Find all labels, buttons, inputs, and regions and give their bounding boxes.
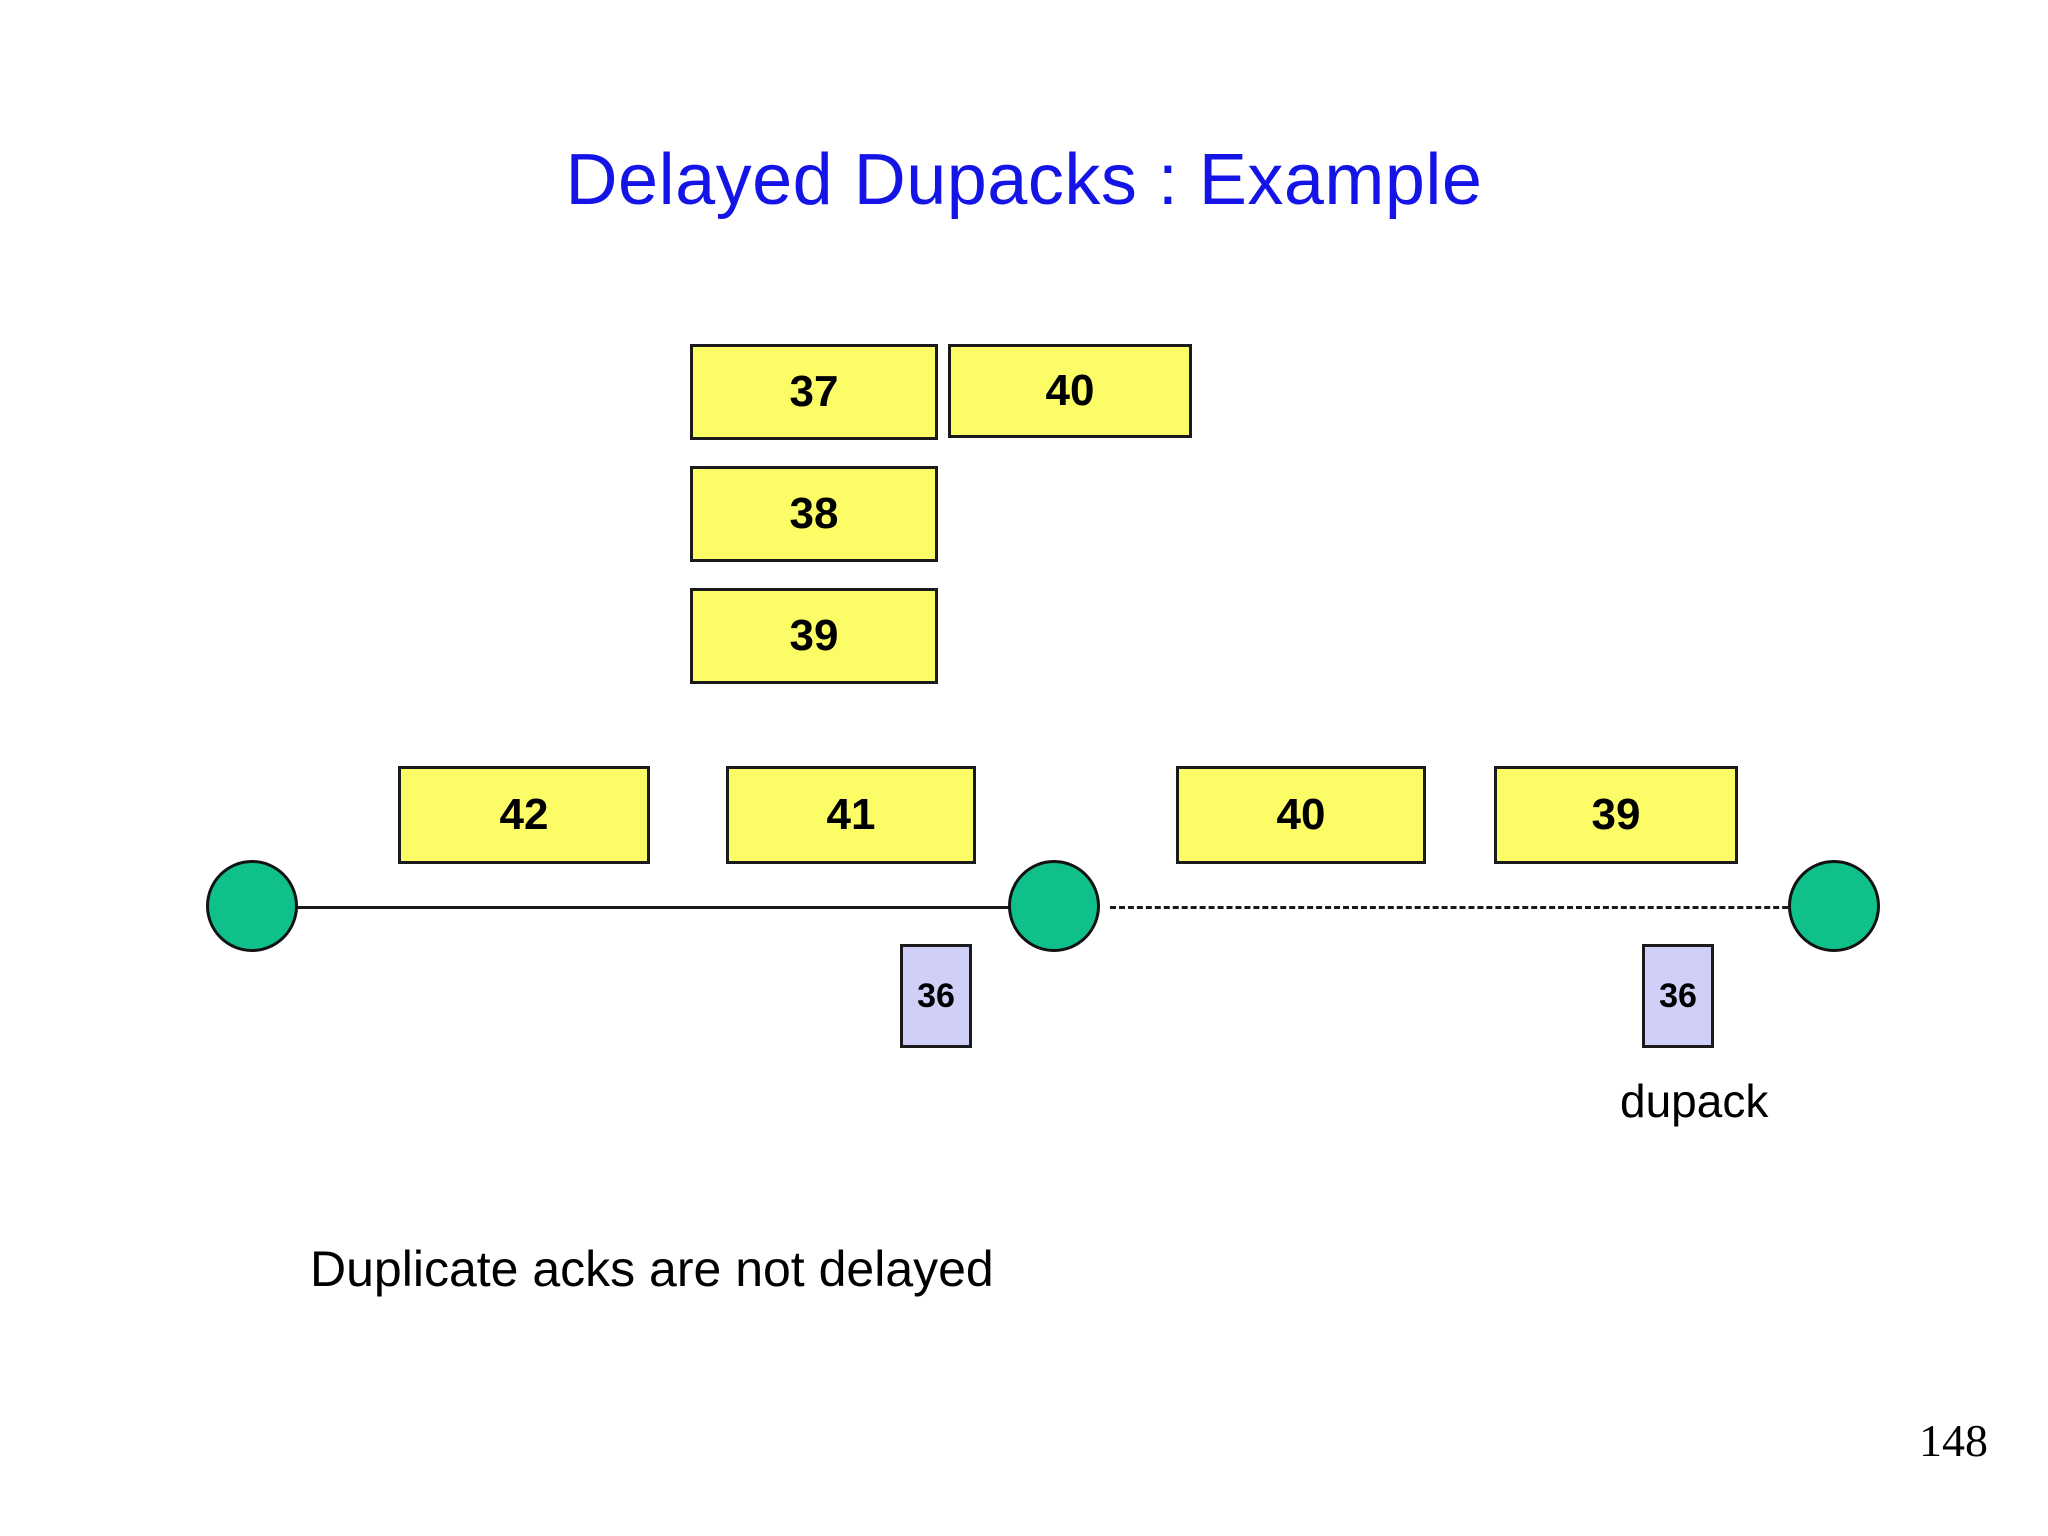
queued-segment-box-39: 39 (690, 588, 938, 684)
queued-segment-box-37: 37 (690, 344, 938, 440)
slide-caption: Duplicate acks are not delayed (310, 1241, 994, 1297)
page-title: Delayed Dupacks : Example (565, 140, 1483, 220)
ack-box-middle-36: 36 (900, 944, 972, 1048)
inflight-segment-box-42: 42 (398, 766, 650, 864)
inflight-segment-box-40: 40 (1176, 766, 1426, 864)
dupack-label: dupack (1620, 1075, 1769, 1127)
middle-node (1008, 860, 1100, 952)
page-number: 148 (1919, 1415, 1988, 1466)
ack-box-right-36: 36 (1642, 944, 1714, 1048)
right-link-line (1110, 906, 1815, 909)
inflight-segment-box-41: 41 (726, 766, 976, 864)
queued-segment-box-38: 38 (690, 466, 938, 562)
receiver-node (1788, 860, 1880, 952)
left-link-line (252, 906, 1052, 909)
sender-node (206, 860, 298, 952)
departed-segment-box-40: 40 (948, 344, 1192, 438)
inflight-segment-box-39: 39 (1494, 766, 1738, 864)
